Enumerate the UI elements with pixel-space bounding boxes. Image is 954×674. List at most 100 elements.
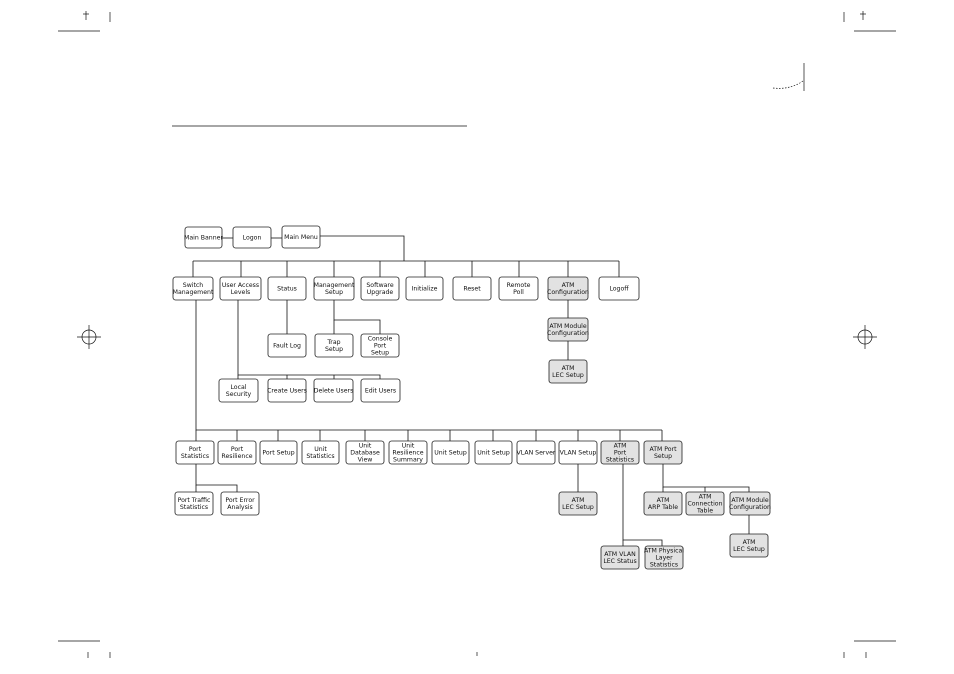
node-unit-setup1: Unit Setup (431, 440, 470, 465)
node-box (360, 333, 400, 358)
node-box (685, 491, 725, 516)
node-label-line: ATM (614, 443, 627, 450)
node-label-line: Fault Log (273, 343, 301, 350)
node-label-line: LEC Setup (733, 546, 765, 553)
node-main-banner: Main Banner (184, 226, 223, 249)
node-label-line: Levels (231, 289, 251, 296)
crop-marks (58, 11, 896, 658)
node-label-line: Setup (325, 289, 343, 296)
node-label-line: Port (231, 446, 244, 453)
node-label-line: View (358, 457, 373, 464)
node-fault-log: Fault Log (267, 333, 307, 358)
node-box (360, 276, 400, 301)
node-box (388, 440, 428, 465)
node-box (498, 276, 539, 301)
node-box (547, 276, 589, 301)
node-label-line: LEC Setup (552, 372, 584, 379)
node-label-line: Local (230, 384, 246, 391)
node-label-line: Edit Users (365, 388, 396, 395)
node-box (313, 378, 354, 403)
node-box (267, 333, 307, 358)
node-logoff: Logoff (598, 276, 640, 301)
node-box (600, 440, 640, 465)
node-label-line: ATM (562, 365, 575, 372)
registration-mark-left (77, 325, 101, 349)
node-label-line: Port Setup (262, 450, 294, 457)
node-label-line: Statistics (181, 453, 209, 460)
node-label-line: Poll (513, 289, 524, 296)
node-box (729, 491, 771, 516)
node-label-line: Layer (655, 555, 673, 562)
node-vlan-server: VLAN Server (517, 440, 556, 465)
node-label-line: Port (374, 343, 387, 350)
node-label-line: VLAN Setup (560, 450, 597, 457)
node-box (474, 440, 513, 465)
node-box (558, 440, 598, 465)
node-label-line: Setup (371, 350, 389, 357)
node-label-line: Port (614, 450, 627, 457)
node-label-line: Port (189, 446, 202, 453)
node-delete-users: Delete Users (313, 378, 354, 403)
node-label-line: Unit (314, 446, 327, 453)
node-box (259, 440, 298, 465)
connectors (192, 235, 750, 546)
node-label-line: Reset (463, 286, 481, 293)
node-box (174, 491, 214, 516)
node-box (313, 276, 355, 301)
node-box (345, 440, 385, 465)
node-label-line: Switch (183, 282, 204, 289)
node-label-line: Main Banner (184, 235, 223, 242)
node-label-line: Initialize (412, 286, 438, 293)
page-corner-mark (772, 63, 805, 91)
node-label-line: Delete Users (314, 388, 354, 395)
node-box (452, 276, 492, 301)
node-label-line: Summary (393, 457, 423, 464)
node-box (218, 378, 259, 403)
node-label-line: Remote (507, 282, 531, 289)
node-edit-users: Edit Users (360, 378, 401, 403)
node-label-line: ATM (562, 282, 575, 289)
node-box (220, 491, 260, 516)
node-box (219, 276, 262, 301)
node-box (232, 226, 272, 249)
node-label-line: ATM VLAN (604, 551, 636, 558)
node-create-users: Create Users (267, 378, 307, 403)
node-logon: Logon (232, 226, 272, 249)
node-port-setup: Port Setup (259, 440, 298, 465)
node-label-line: Port Traffic (178, 497, 211, 504)
node-box (281, 225, 321, 249)
node-label-line: Security (226, 391, 252, 398)
node-unit-setup2: Unit Setup (474, 440, 513, 465)
node-box (360, 378, 401, 403)
node-label-line: Analysis (227, 504, 253, 511)
node-box (729, 533, 769, 558)
node-label-line: Statistics (306, 453, 334, 460)
node-label-line: Management (314, 282, 355, 289)
node-main-menu: Main Menu (281, 225, 321, 249)
node-label-line: ATM (572, 497, 585, 504)
node-box (643, 491, 683, 516)
node-box (172, 276, 214, 301)
node-label-line: Status (277, 286, 297, 293)
